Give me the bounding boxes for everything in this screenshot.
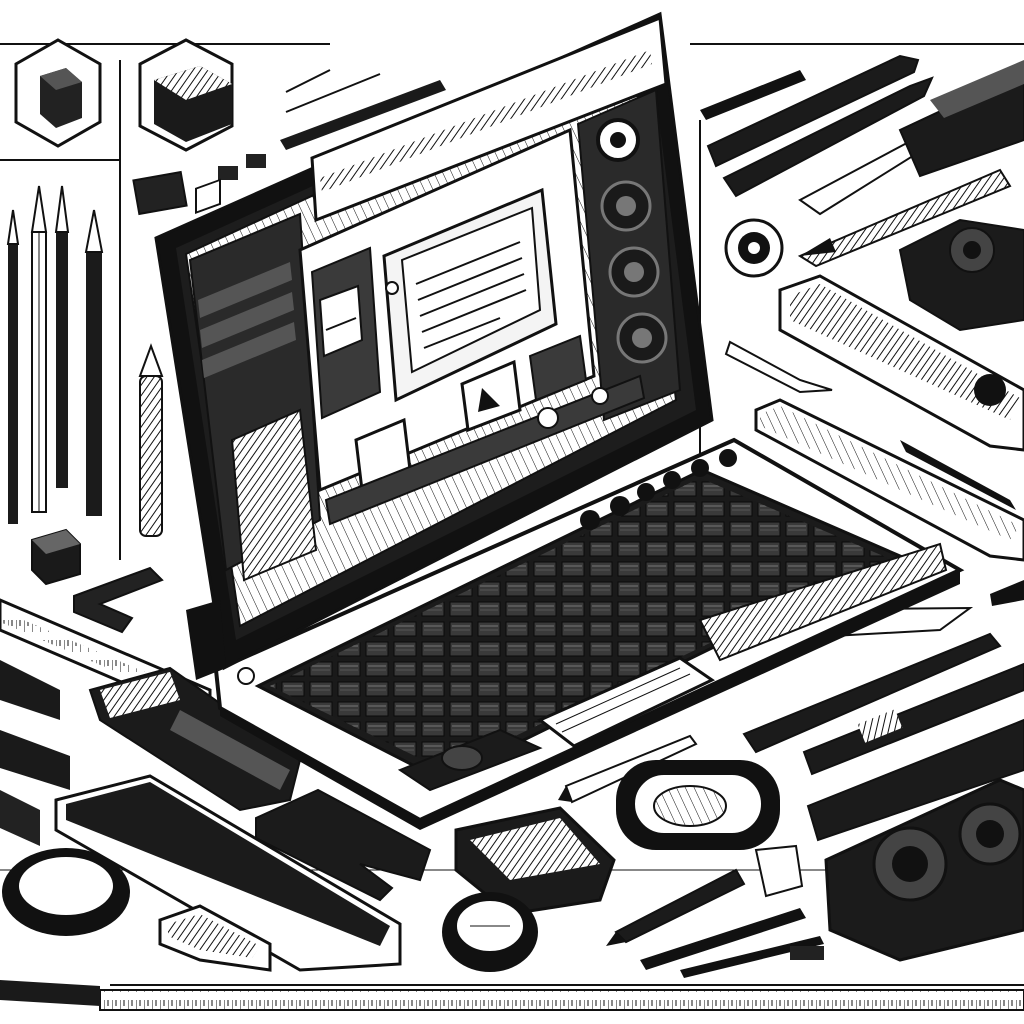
gear-icon [898,218,1024,332]
speaker-grill [698,542,948,662]
laptop-hinge [186,600,255,685]
play-triangle-icon[interactable] [478,388,500,412]
sidebar-item[interactable] [195,178,221,215]
function-keys[interactable] [580,449,737,530]
screen-display [184,15,682,628]
pen-icon [990,580,1024,606]
pen-icon [742,632,1024,776]
pencil-icon [280,69,446,150]
touchpad[interactable] [537,656,715,748]
document-preview [318,284,364,358]
sidebar-item[interactable] [198,262,292,318]
dialog-content [400,206,542,374]
block-icon [132,154,266,216]
sidebar-item[interactable] [202,322,296,378]
tape-roll-icon [442,892,538,972]
pen-icon [700,54,1012,268]
dialog-icon [385,281,399,295]
toolbar-button[interactable] [591,387,609,405]
cube-icon [14,38,102,148]
sidebar-thumbnail [230,408,318,582]
sidebar-item[interactable] [200,292,294,348]
dial-badge [397,728,543,792]
cube-icon [31,528,81,586]
toolbar-button[interactable] [537,407,559,429]
bracket-icon [73,566,164,634]
pen-icon [900,440,1016,510]
pencil-icon [6,209,20,524]
pencil-icon [724,340,833,394]
knob-dial-icon [724,218,784,278]
video-tile[interactable] [460,359,522,433]
block-icon [454,806,804,916]
cube-icon [138,38,234,152]
pencil-icon [30,185,48,513]
bracket-icon [158,904,272,972]
thumbnail-tile[interactable] [528,334,588,402]
pencil-icon [54,185,70,488]
block-icon [898,60,1024,178]
pencil-icon [84,209,104,516]
tape-roll-icon [2,848,130,936]
ruler-icon [54,774,402,972]
pen-icon [138,343,164,537]
bracket-icon [255,788,432,902]
pen-icon [606,868,824,978]
speaker-block-icon [824,778,1024,962]
ruler-icon [0,980,1024,1011]
ruler-icon [754,398,1024,562]
ruler-icon [778,274,1024,452]
tape-roll-icon [616,760,780,850]
clip-icon [88,666,302,812]
bottom-toolbar [324,374,646,526]
ruler-icon [806,718,1024,842]
bracket-icon [0,730,70,846]
